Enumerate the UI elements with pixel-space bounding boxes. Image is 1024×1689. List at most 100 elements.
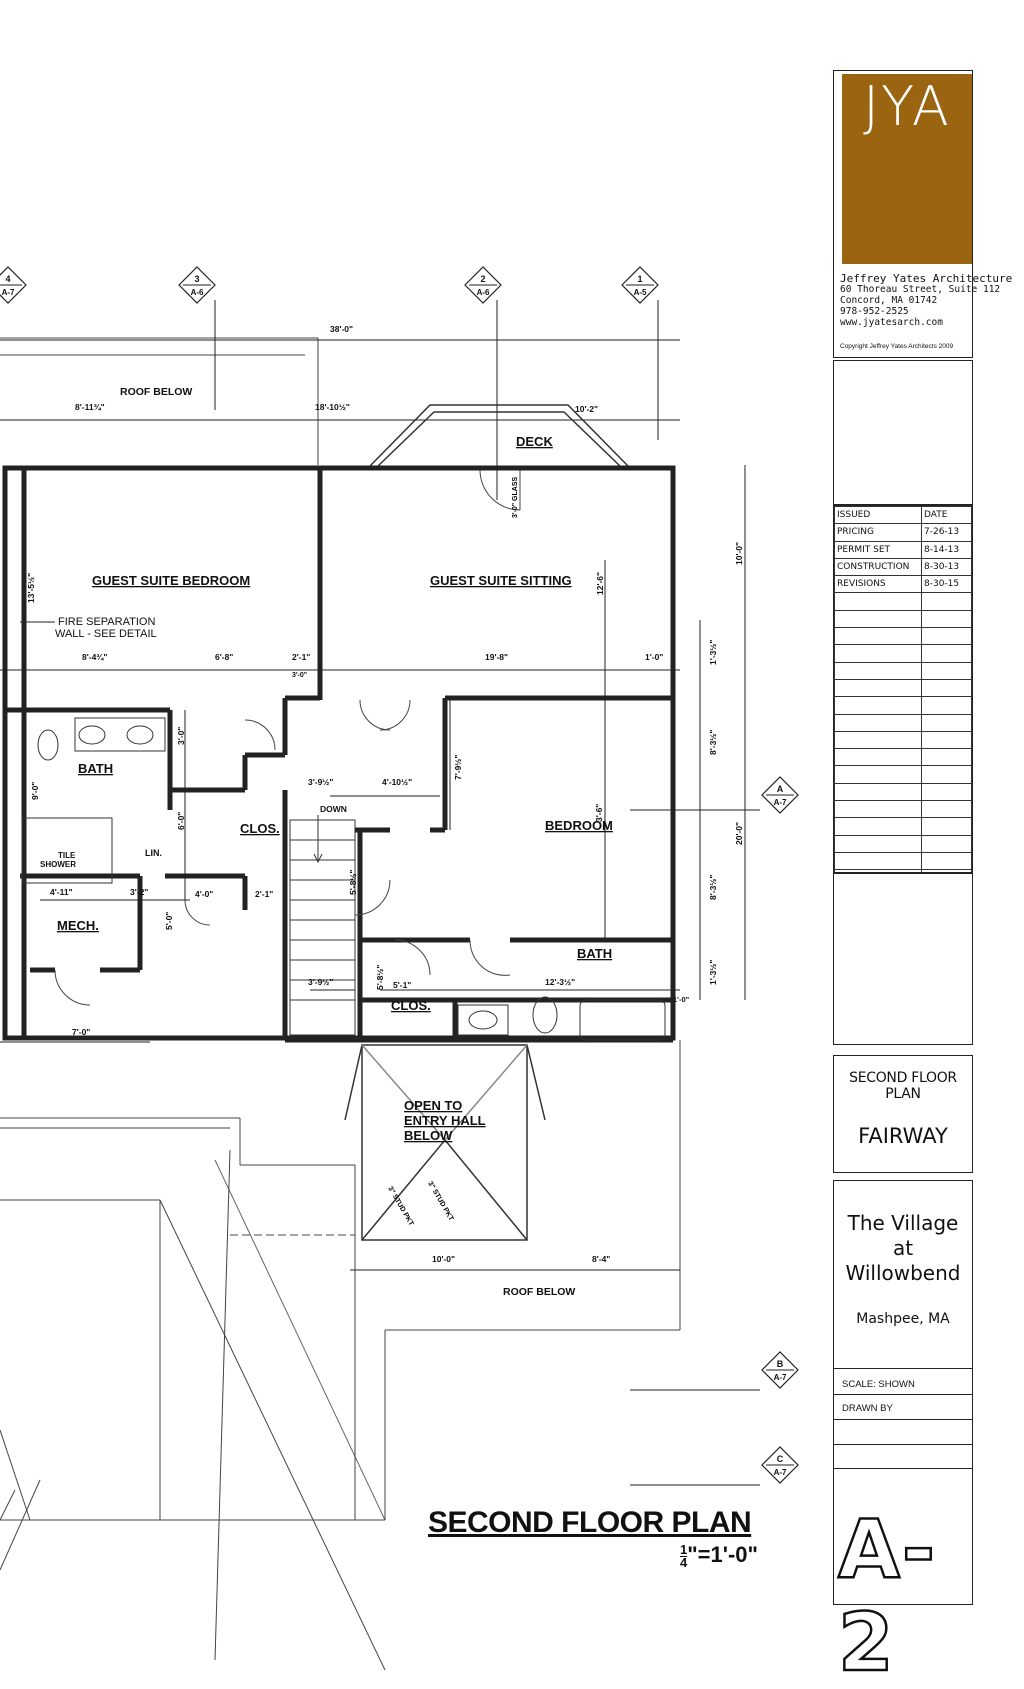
bay-window xyxy=(369,404,629,467)
roof-lines xyxy=(0,337,681,1671)
marker-1: 1A-5 xyxy=(621,266,659,304)
project-line-3: Willowbend xyxy=(845,1261,961,1285)
svg-text:A: A xyxy=(777,784,784,794)
project-line-2: at xyxy=(892,1236,914,1260)
dim-1-3-b: 1'-3½" xyxy=(708,960,718,985)
stamp-box xyxy=(833,360,973,505)
firm-website: www.jyatesarch.com xyxy=(840,317,943,328)
open-to-below xyxy=(344,1044,546,1241)
sheet-title-box: SECOND FLOOR PLAN FAIRWAY xyxy=(833,1055,973,1173)
stud-pocket-label-2: 3" STUD PKT xyxy=(426,1181,455,1223)
open-to-label: OPEN TO xyxy=(404,1098,462,1113)
project-box: The Village at Willowbend Mashpee, MA SC… xyxy=(833,1180,973,1689)
tile-label: TILE xyxy=(58,851,76,860)
firm-copyright: Copyright Jeffrey Yates Architects 2009 xyxy=(840,343,954,350)
fixtures xyxy=(21,717,666,1041)
linen-label: LIN. xyxy=(145,848,162,858)
svg-text:1: 1 xyxy=(637,274,642,284)
mech-label: MECH. xyxy=(57,918,99,933)
svg-text:A-6: A-6 xyxy=(191,288,204,297)
dim-8-4: 8'-4¾" xyxy=(82,652,107,662)
svg-text:C: C xyxy=(777,1454,784,1464)
svg-text:B: B xyxy=(777,1359,784,1369)
dim-12-3: 12'-3½" xyxy=(545,977,575,987)
bath-label-2: BATH xyxy=(577,946,612,961)
bath-label-1: BATH xyxy=(78,761,113,776)
marker-2: 2A-6 xyxy=(464,266,502,304)
dim-8-3-a: 8'-3½" xyxy=(708,730,718,755)
fire-separation-label: FIRE SEPARATION xyxy=(58,616,155,628)
issue-row-date: 7-26-13 xyxy=(921,523,972,542)
dim-5-0: 5'-0" xyxy=(164,912,174,930)
dim-19-8: 19'-8" xyxy=(485,652,508,662)
entry-hall-label: ENTRY HALL xyxy=(404,1113,486,1128)
marker-a: A A-7 xyxy=(761,776,799,814)
sheet-title: SECOND FLOOR PLAN xyxy=(849,1070,957,1102)
dim-6-8: 6'-8" xyxy=(215,652,233,662)
dim-38-0: 38'-0" xyxy=(330,324,353,334)
dim-10-0-b: 10'-0" xyxy=(432,1254,455,1264)
down-label: DOWN xyxy=(320,804,347,814)
dim-7-9: 7'-9½" xyxy=(453,755,463,780)
dim-18-10: 18'-10½" xyxy=(315,402,350,412)
dim-12-6: 12'-6" xyxy=(595,572,605,595)
dim-3-6: 3'-6" xyxy=(594,804,604,822)
svg-text:A-7: A-7 xyxy=(774,1468,787,1477)
svg-text:A-7: A-7 xyxy=(2,288,15,297)
dim-8-11: 8'-11¾" xyxy=(75,402,105,412)
scale-denominator: 4 xyxy=(680,1554,688,1570)
below-label: BELOW xyxy=(404,1128,453,1143)
dim-4-0: 4'-0" xyxy=(195,889,213,899)
firm-name: Jeffrey Yates Architecture xyxy=(840,272,1013,285)
dim-3-2: 3'-2" xyxy=(130,887,148,897)
dim-3-9-b: 3'-9½" xyxy=(308,977,333,987)
project-line-1: The Village xyxy=(847,1211,959,1235)
issue-row-label: CONSTRUCTION xyxy=(834,557,922,577)
closet-label-1: CLOS. xyxy=(240,821,280,836)
dim-3-0-b: 3'-0" xyxy=(176,727,186,745)
firm-address-1: 60 Thoreau Street, Suite 112 xyxy=(840,284,1001,295)
dim-4-10: 4'-10½" xyxy=(382,777,412,787)
issue-row-label: PRICING xyxy=(834,523,922,542)
grid-lines xyxy=(214,300,760,1486)
dim-3-9-a: 3'-9½" xyxy=(308,777,333,787)
markers: 4A-7 3A-6 2A-6 1A-5 AA-7 BA-7 CA-7 xyxy=(0,266,799,1484)
dim-6-0: 6'-0" xyxy=(176,812,186,830)
firm-block: JYA Jeffrey Yates Architecture 60 Thorea… xyxy=(833,70,1012,358)
issue-row-date: 8-30-15 xyxy=(921,575,972,594)
svg-text:A-7: A-7 xyxy=(774,1373,787,1382)
notes-box xyxy=(833,873,973,1045)
roof-below-top-label: ROOF BELOW xyxy=(120,386,192,398)
glass-door-label: 3'-0" GLASS xyxy=(512,477,519,518)
dim-4-11: 4'-11" xyxy=(50,887,73,897)
sheet-model: FAIRWAY xyxy=(858,1124,948,1148)
dim-2-1-b: 2'-1" xyxy=(255,889,273,899)
dimension-lines xyxy=(0,339,746,1271)
issue-row-label: PERMIT SET xyxy=(834,540,922,559)
deck-label: DECK xyxy=(516,434,553,449)
svg-text:A-6: A-6 xyxy=(477,288,490,297)
dim-13-5: 13'-5½" xyxy=(26,573,36,603)
guest-suite-bedroom-label: GUEST SUITE BEDROOM xyxy=(92,573,250,588)
roof-below-bottom-label: ROOF BELOW xyxy=(503,1286,575,1298)
dim-8-4-b: 8'-4" xyxy=(592,1254,610,1264)
doors xyxy=(54,469,521,1006)
firm-address-2: Concord, MA 01742 xyxy=(840,295,938,306)
scale-rest: "=1'-0" xyxy=(687,1542,758,1567)
dim-7-0: 7'-0" xyxy=(72,1027,90,1037)
shower-label: SHOWER xyxy=(40,860,76,869)
issue-row-date: 8-14-13 xyxy=(921,540,972,559)
svg-text:A-7: A-7 xyxy=(774,798,787,807)
stairs xyxy=(289,815,356,1036)
dim-1-3-a: 1'-3½" xyxy=(708,640,718,665)
svg-text:4: 4 xyxy=(5,274,10,284)
dim-5-1: 5'-1" xyxy=(393,980,411,990)
marker-4: 4A-7 xyxy=(0,266,27,304)
marker-c: C A-7 xyxy=(761,1446,799,1484)
guest-suite-sitting-label: GUEST SUITE SITTING xyxy=(430,573,572,588)
svg-text:A-5: A-5 xyxy=(634,288,647,297)
dim-9-0: 9'-0" xyxy=(30,782,40,800)
